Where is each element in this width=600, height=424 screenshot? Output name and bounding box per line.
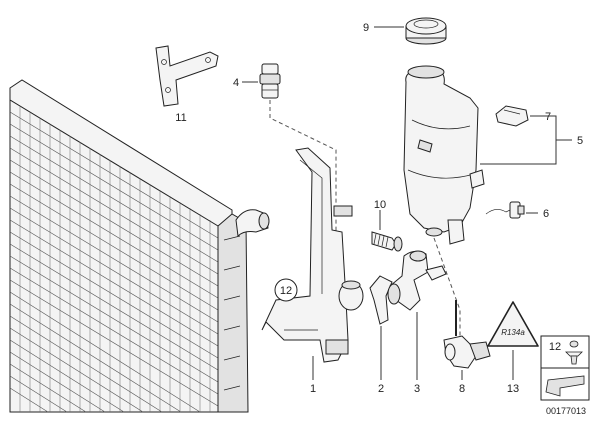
radiator-core-fins bbox=[9, 111, 219, 413]
part-sensor-4 bbox=[259, 63, 281, 99]
inset-callout-12: 12 bbox=[549, 341, 561, 353]
part-bracket-11 bbox=[155, 45, 219, 107]
callout-2: 2 bbox=[378, 383, 384, 395]
trim-piece-icon bbox=[545, 375, 585, 397]
footer-code: 00177013 bbox=[546, 406, 586, 416]
callout-6: 6 bbox=[543, 208, 549, 220]
callout-7: 7 bbox=[545, 111, 551, 123]
part-clip-2 bbox=[369, 275, 393, 325]
part-hose-3 bbox=[387, 250, 447, 311]
rivet-icon bbox=[565, 340, 583, 365]
part-clip-7 bbox=[495, 105, 529, 127]
part-sticker-13: R134a bbox=[487, 301, 539, 347]
callout-1: 1 bbox=[310, 383, 316, 395]
svg-text:12: 12 bbox=[280, 285, 292, 297]
part-drain-8 bbox=[443, 300, 491, 369]
callout-5: 5 bbox=[577, 135, 583, 147]
part-cap-9 bbox=[405, 17, 447, 45]
radiator bbox=[9, 79, 270, 413]
part-bracket-1 bbox=[261, 147, 364, 363]
callout-3: 3 bbox=[414, 383, 420, 395]
callout-9: 9 bbox=[363, 22, 369, 34]
inset-box: 12 bbox=[540, 335, 590, 401]
callout-13: 13 bbox=[507, 383, 519, 395]
sticker-text: R134a bbox=[501, 328, 525, 337]
callout-10: 10 bbox=[374, 199, 386, 211]
radiator-core-tubes bbox=[19, 106, 211, 412]
callout-11: 11 bbox=[175, 112, 186, 124]
callout-8: 8 bbox=[459, 383, 465, 395]
callout-12-circled: 12 bbox=[274, 278, 298, 302]
callout-4: 4 bbox=[233, 77, 239, 89]
part-sensor-6 bbox=[485, 201, 525, 219]
part-screw-10 bbox=[371, 231, 403, 252]
part-expansion-tank-5 bbox=[403, 65, 485, 245]
